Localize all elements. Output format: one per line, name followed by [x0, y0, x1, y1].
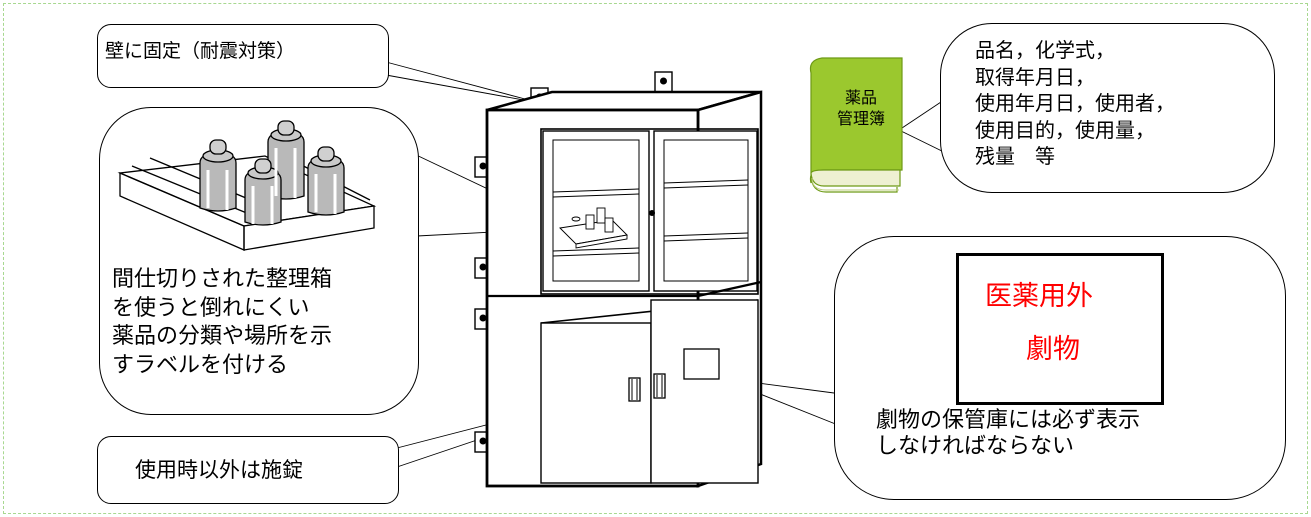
display-requirement-text: 劇物の保管庫には必ず表示 しなければならない — [876, 408, 1141, 459]
locking-text: 使用時以外は施錠 — [135, 458, 303, 482]
small-tray-icon — [559, 207, 628, 249]
book-title: 薬品 管理簿 — [836, 88, 885, 128]
warning-sign — [956, 253, 1164, 405]
locking-callout — [97, 436, 399, 504]
ledger-callout — [940, 23, 1275, 193]
wall-fix-text: 壁に固定（耐震対策） — [105, 40, 296, 62]
leader-wall-fix — [385, 61, 541, 104]
leader-ledger-a — [898, 101, 942, 131]
storage-box-callout — [99, 107, 419, 415]
ledger-text: 品名，化学式， 取得年月日， 使用年月日，使用者， 使用目的，使用量， 残量 等 — [975, 38, 1175, 168]
bottle-tray-icon — [117, 120, 377, 251]
storage-cabinet-icon — [474, 71, 763, 488]
warning-sign-line2: 劇物 — [1026, 334, 1080, 365]
wall-fix-callout — [97, 24, 389, 88]
warning-sign-line1: 医薬用外 — [985, 281, 1093, 312]
door-handle-icon — [628, 373, 666, 402]
storage-box-text: 間仕切りされた整理箱 を使うと倒れにくい 薬品の分類や場所を示 すラベルを付ける — [112, 267, 333, 378]
cabinet-label-plate — [683, 348, 720, 380]
ledger-book-icon — [809, 57, 903, 193]
